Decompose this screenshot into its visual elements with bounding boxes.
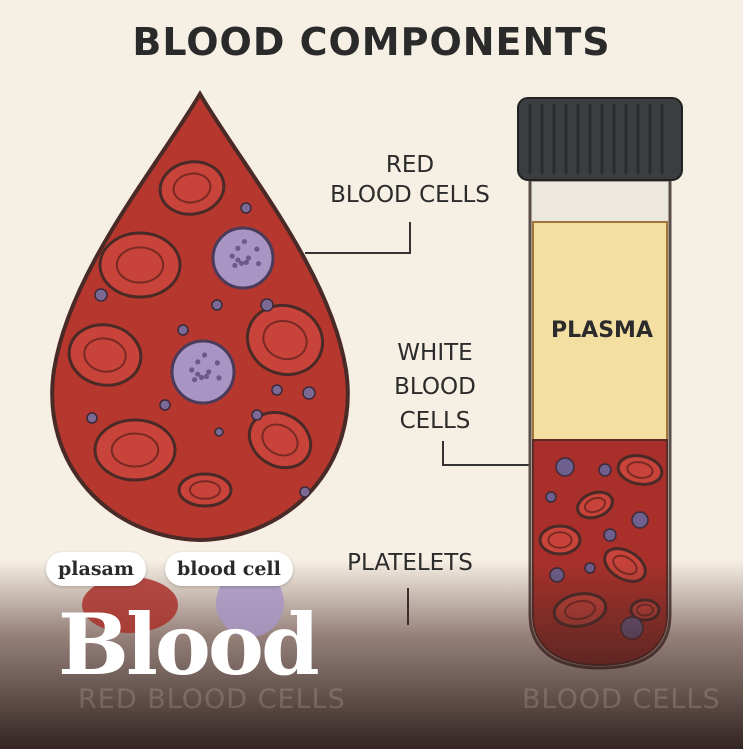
platelet-icon <box>214 427 224 437</box>
headline: Blood <box>58 595 320 694</box>
page-title: BLOOD COMPONENTS <box>132 20 611 64</box>
faded-red-cell <box>82 577 178 633</box>
rbc-connector-line <box>305 222 411 254</box>
red-blood-cell-icon <box>576 490 614 520</box>
red-blood-cell-icon <box>67 323 143 387</box>
white-blood-cell-icon <box>211 226 275 290</box>
test-tube <box>517 97 683 670</box>
wbc-connector-line <box>442 441 530 466</box>
platelet-icon <box>545 491 557 503</box>
blood-drop <box>50 90 350 543</box>
red-blood-cell-icon <box>93 418 177 482</box>
red-blood-cell-icon <box>158 160 226 216</box>
faded-caption: RED BLOOD CELLS <box>78 684 346 715</box>
red-blood-cell-icon <box>538 524 582 556</box>
tag-pill: plasam <box>46 552 146 586</box>
white-blood-cells-label: WHITE BLOOD CELLS <box>394 340 476 434</box>
platelet-icon <box>94 288 108 302</box>
red-blood-cell-icon <box>177 472 233 508</box>
plasma-label: PLASMA <box>551 318 653 343</box>
platelet-icon <box>159 399 171 411</box>
platelet-icon <box>86 412 98 424</box>
faded-caption: BLOOD CELLS <box>522 684 721 715</box>
platelet-icon <box>603 528 617 542</box>
red-blood-cell-icon <box>98 231 182 299</box>
red-blood-cells-label: RED BLOOD CELLS <box>330 152 490 208</box>
faded-white-cell <box>216 569 284 637</box>
red-blood-cell-icon <box>616 454 664 486</box>
platelet-icon <box>260 298 274 312</box>
tube-cap <box>517 97 683 181</box>
platelet-icon <box>299 486 311 498</box>
platelet-icon <box>240 202 252 214</box>
platelet-icon <box>271 384 283 396</box>
white-blood-cell-icon <box>170 339 236 405</box>
platelet-icon <box>211 299 223 311</box>
platelet-icon <box>177 324 189 336</box>
platelet-icon <box>302 386 316 400</box>
platelet-icon <box>598 463 612 477</box>
platelet-icon <box>251 409 263 421</box>
red-blood-cell-icon <box>245 304 325 376</box>
red-blood-cell-icon <box>247 410 313 470</box>
platelet-icon <box>555 457 575 477</box>
platelet-icon <box>631 511 649 529</box>
tag-pill: blood cell <box>165 552 293 586</box>
